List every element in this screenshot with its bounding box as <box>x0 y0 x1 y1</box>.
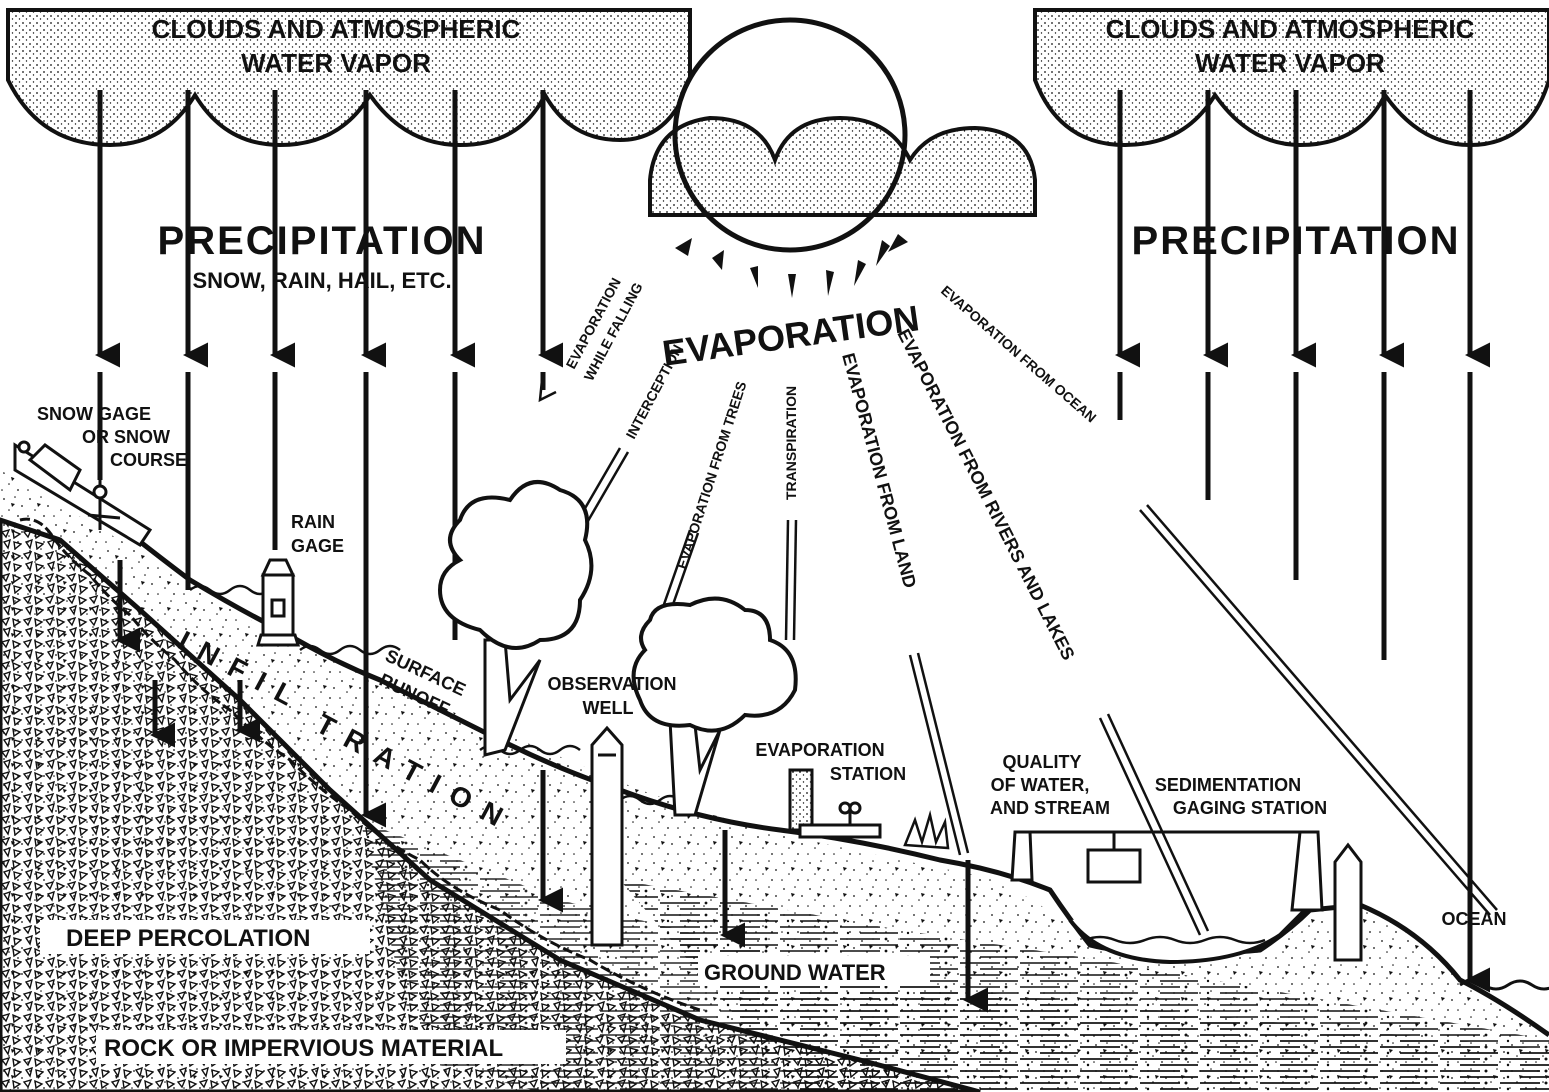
ground-water-label: GROUND WATER <box>704 960 886 985</box>
cloud-right-label-1: CLOUDS AND ATMOSPHERIC <box>1106 14 1475 44</box>
snow-gage-label-1: SNOW GAGE <box>37 404 151 424</box>
evap-from-land-label: EVAPORATION FROM LAND <box>838 351 920 590</box>
precipitation-types-label: SNOW, RAIN, HAIL, ETC. <box>192 268 451 293</box>
rain-gage-icon <box>258 560 298 645</box>
cloud-right-label-2: WATER VAPOR <box>1195 48 1385 78</box>
coastal-well-icon <box>1335 845 1361 960</box>
interception-label: INTERCEPTION <box>623 342 686 442</box>
transpiration-label: TRANSPIRATION <box>783 386 799 500</box>
sedimentation-label-1: SEDIMENTATION <box>1155 775 1301 795</box>
tree-large <box>440 482 591 755</box>
cloud-center <box>650 118 1035 215</box>
evap-from-trees-label: EVAPORATION FROM TREES <box>674 379 750 571</box>
rain-gage-label-2: GAGE <box>291 536 344 556</box>
snow-gage-label-3: COURSE <box>110 450 187 470</box>
snow-gage-label-2: OR SNOW <box>82 427 170 447</box>
rain-gage-label-1: RAIN <box>291 512 335 532</box>
observation-well-icon <box>592 728 622 945</box>
quality-label-1: QUALITY <box>1003 752 1082 772</box>
evaporation-station-label-1: EVAPORATION <box>755 740 884 760</box>
sedimentation-label-2: GAGING STATION <box>1173 798 1327 818</box>
evap-from-ocean-label: EVAPORATION FROM OCEAN <box>938 282 1100 425</box>
observation-well-label-2: WELL <box>583 698 634 718</box>
cloud-left-label-1: CLOUDS AND ATMOSPHERIC <box>152 14 521 44</box>
evaporation-station-label-2: STATION <box>830 764 906 784</box>
bush <box>905 815 948 848</box>
tree-medium <box>634 599 796 815</box>
precipitation-left-label: PRECIPITATION <box>158 219 487 263</box>
precipitation-right-label: PRECIPITATION <box>1132 219 1461 263</box>
quality-label-2: OF WATER, <box>991 775 1090 795</box>
evaporation-main-label: EVAPORATION <box>660 297 922 374</box>
ocean-label: OCEAN <box>1441 909 1506 929</box>
cloud-left-label-2: WATER VAPOR <box>241 48 431 78</box>
quality-label-3: AND STREAM <box>990 798 1110 818</box>
observation-well-label-1: OBSERVATION <box>547 674 676 694</box>
deep-percolation-label: DEEP PERCOLATION <box>66 925 310 952</box>
rock-label: ROCK OR IMPERVIOUS MATERIAL <box>104 1035 503 1062</box>
